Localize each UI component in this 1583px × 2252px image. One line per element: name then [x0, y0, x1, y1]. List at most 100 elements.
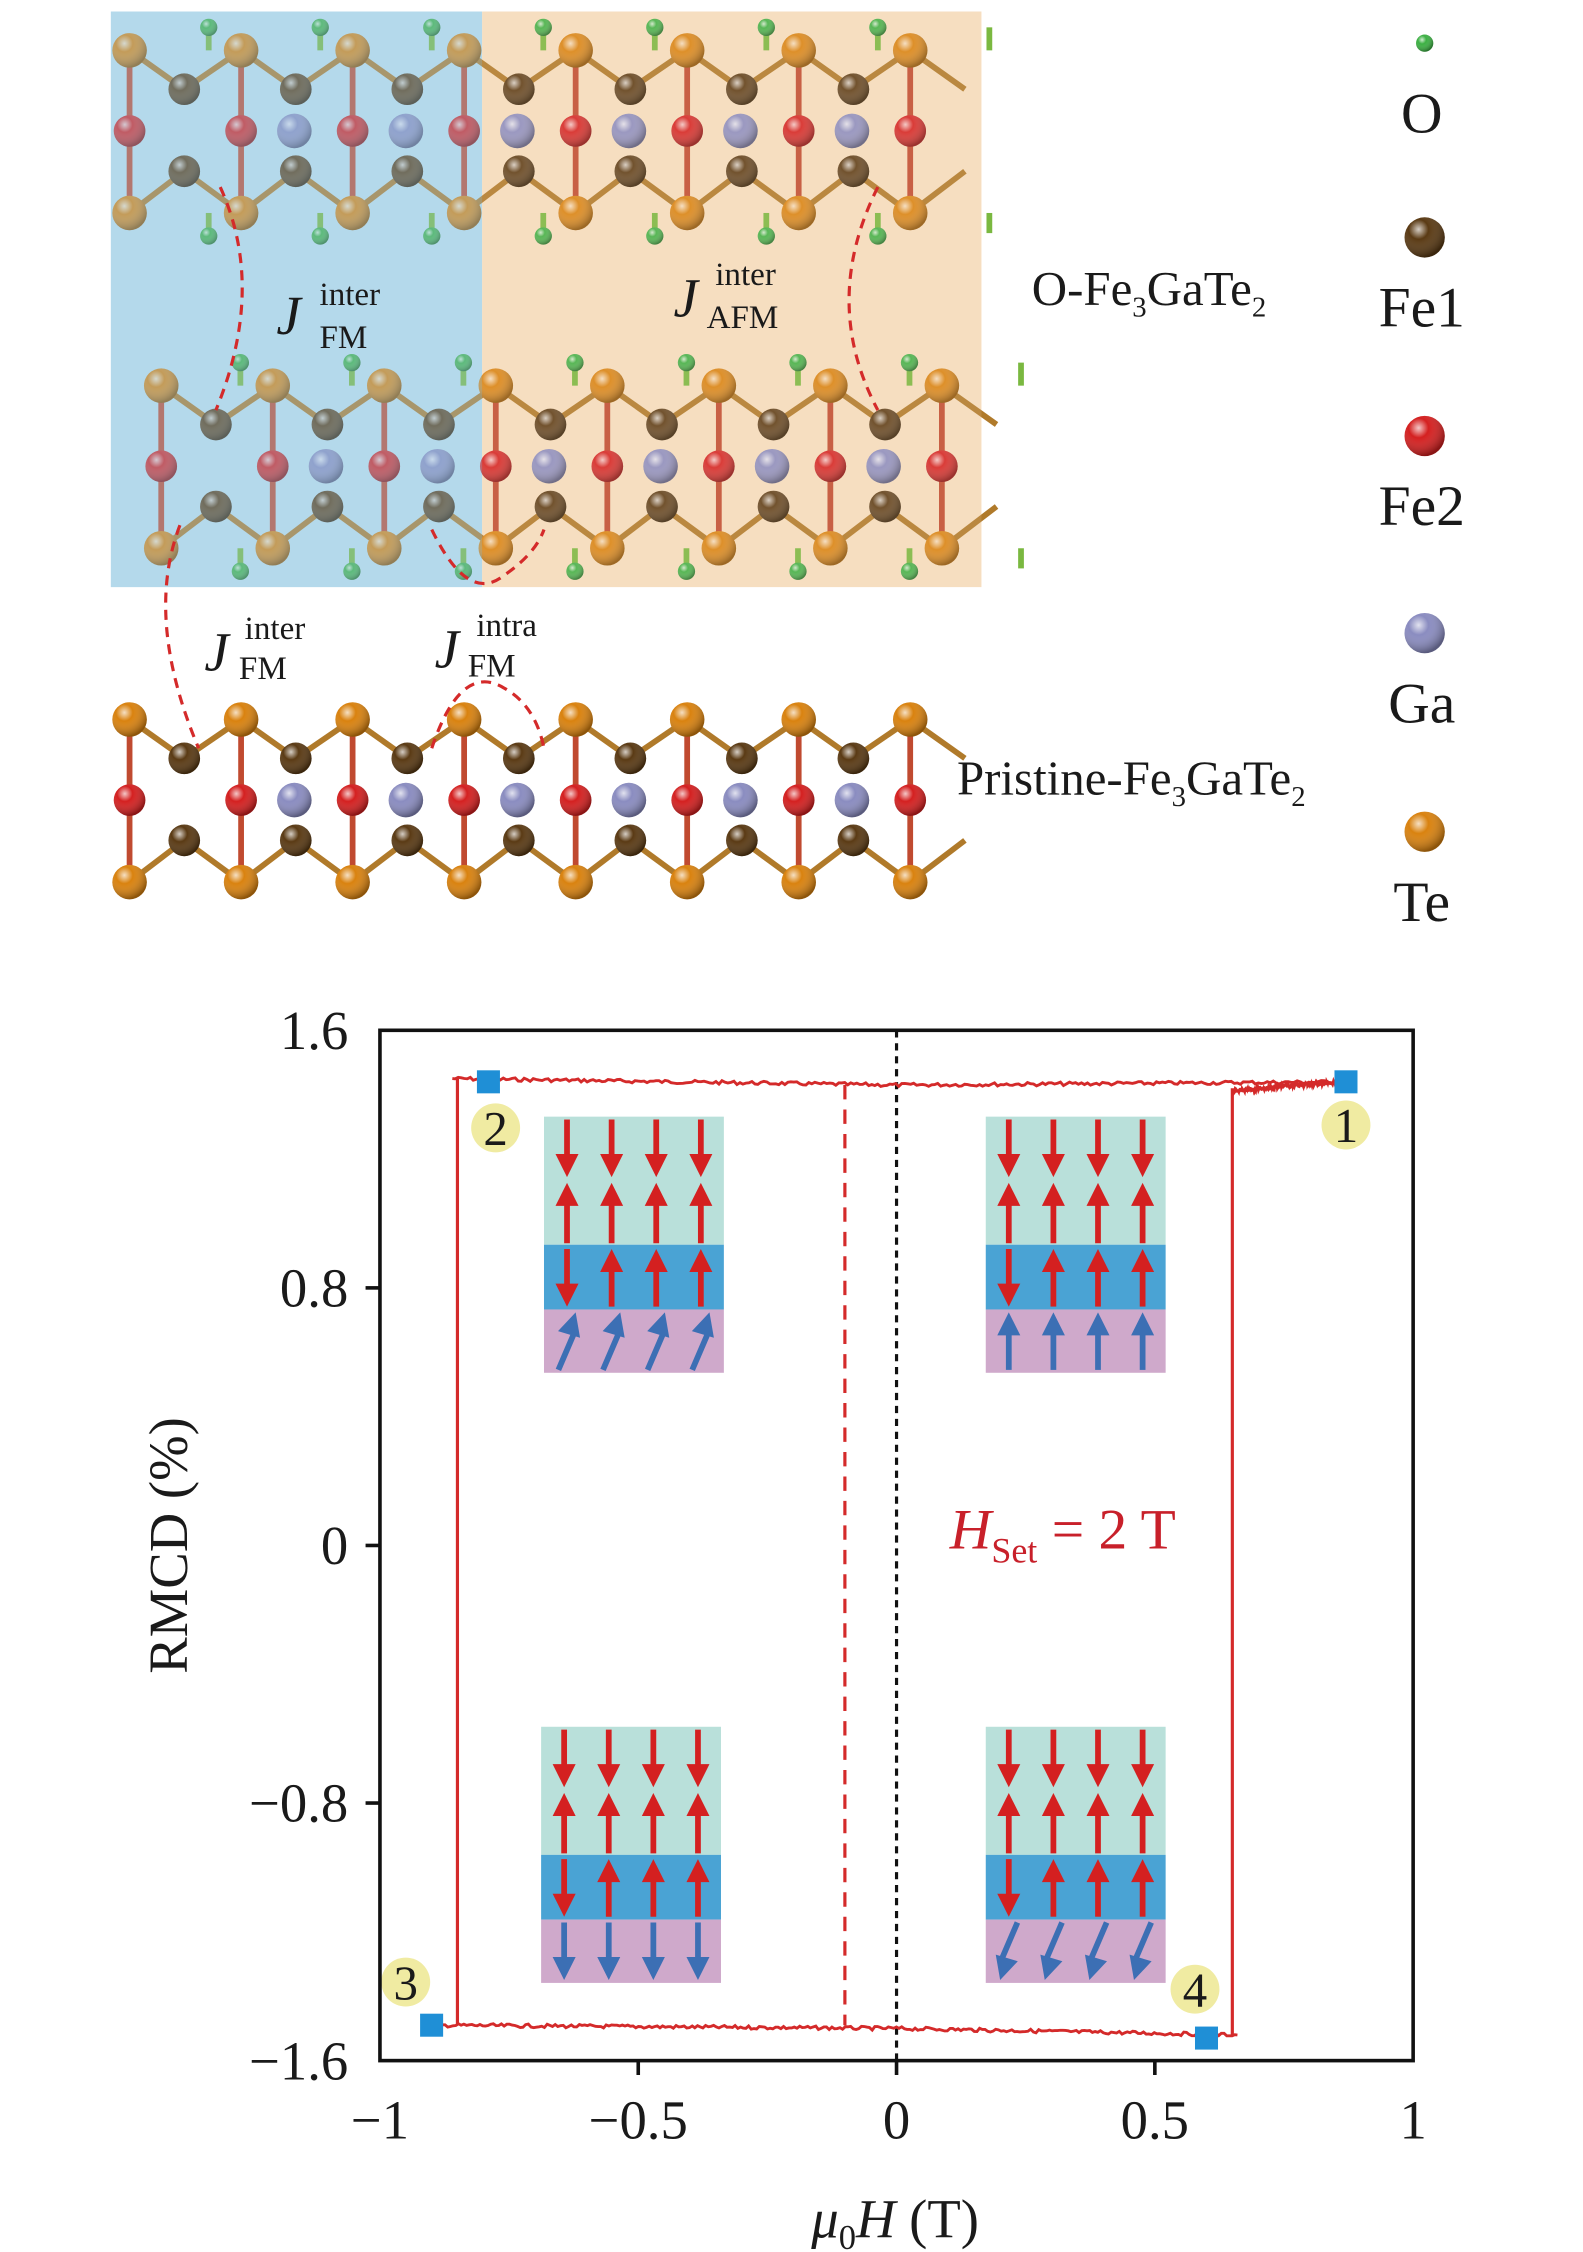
svg-text:J: J	[674, 268, 701, 329]
spin-arrow-head	[1041, 1154, 1065, 1178]
spin-arrow-head	[1086, 1792, 1110, 1816]
fe2-atom-shade	[145, 450, 178, 483]
reference-lines	[843, 1030, 899, 2061]
fe2-atom-shade	[926, 450, 958, 483]
svg-text:FM: FM	[320, 320, 368, 356]
spin-arrow-head	[597, 1764, 621, 1788]
fe1-atom-shade	[391, 155, 424, 188]
spin-arrow-head	[1129, 1954, 1152, 1981]
fe1-atom-shade	[502, 155, 535, 188]
state-marker-3	[420, 2013, 444, 2037]
fe1-atom-shade	[726, 742, 758, 775]
ga-atom-shade	[531, 448, 567, 484]
te-atom-shade	[112, 864, 147, 900]
te-atom-shade	[781, 195, 816, 231]
te-atom-shade	[112, 702, 147, 737]
ga-atom-shade	[420, 448, 455, 484]
hset-annotation: HSet = 2 T	[949, 1498, 1176, 1570]
te-atom-shade	[701, 368, 737, 403]
spin-arrow-head	[1041, 1249, 1065, 1273]
fe1-atom-shade	[502, 73, 535, 106]
te-atom-shade	[781, 702, 816, 737]
te-atom-shade	[892, 33, 928, 68]
legend-fe1-label: Fe1	[1379, 277, 1465, 340]
spin-arrow-head	[686, 1957, 710, 1981]
legend-ga-label: Ga	[1388, 672, 1455, 735]
coupling-j-intra-fm: J intra FM	[435, 608, 538, 684]
o-atom-shade	[566, 562, 584, 580]
te-atom-shade	[813, 530, 848, 566]
fe1-atom-shade	[869, 490, 901, 523]
spin-arrow-head	[1086, 1312, 1110, 1336]
fe2-atom-shade	[894, 784, 927, 816]
state-label-badge	[381, 1957, 431, 2007]
ga-atom-shade	[643, 448, 678, 484]
coupling-j-inter-fm-lower: J inter FM	[204, 611, 305, 687]
spin-arrow-head	[647, 1312, 670, 1338]
fe1-atom-shade	[279, 824, 312, 857]
spin-arrow-head	[1086, 1154, 1110, 1178]
spin-arrow-head	[1040, 1954, 1063, 1981]
ga-atom-shade	[388, 113, 424, 149]
spin-arrow-head	[644, 1154, 668, 1178]
o-atom-shade	[200, 18, 218, 36]
fe1-atom-shade	[757, 408, 790, 441]
ga-atom-shade	[500, 113, 535, 149]
o-atom-shade	[646, 227, 664, 245]
spin-arrow-head	[997, 1312, 1021, 1336]
state-marker-2	[476, 1070, 500, 1094]
spin-arrow-shaft	[600, 1328, 623, 1372]
te-atom-shade	[112, 33, 147, 68]
fe1-atom-shade	[757, 490, 790, 523]
te-atom-shade	[669, 195, 705, 231]
o-atom-shade	[311, 227, 329, 245]
o-atom-shade	[566, 353, 584, 372]
spin-arrow-shaft	[555, 1328, 579, 1372]
ga-atom-shade	[834, 113, 870, 149]
te-atom-shade	[701, 530, 737, 566]
fe1-atom-shade	[614, 824, 647, 857]
inset-top-layer	[541, 1726, 721, 1855]
fe1-atom-shade	[726, 824, 758, 857]
y-tick-label: 0.8	[280, 1258, 348, 1319]
ga-atom-shade	[866, 448, 901, 484]
fe2-atom-shade	[782, 784, 815, 816]
te-atom-shade	[558, 864, 593, 900]
te-atom-shade	[892, 195, 928, 231]
curve-return-segment	[1230, 1076, 1353, 1097]
svg-text:FM: FM	[468, 648, 516, 684]
svg-text:intra: intra	[476, 608, 537, 644]
spin-arrow-shaft	[997, 1921, 1021, 1964]
te-atom-shade	[223, 702, 259, 737]
spin-arrow-head	[1131, 1154, 1155, 1178]
fe1-atom-shade	[726, 155, 758, 188]
spin-arrow-shaft	[689, 1328, 713, 1372]
inset-bottom-right	[985, 1726, 1166, 1983]
j-intra-fm-arrow-upper	[430, 528, 546, 586]
x-tick-label: −0.5	[589, 2089, 688, 2150]
spin-arrow-head	[1086, 1859, 1110, 1883]
y-tick-label: 1.6	[280, 1000, 348, 1061]
fe1-atom-shade	[279, 742, 312, 775]
afm-region	[482, 11, 982, 588]
fm-region	[110, 11, 483, 588]
te-atom-shade	[446, 33, 482, 68]
state-marker-1	[1334, 1070, 1358, 1094]
spin-arrow-shaft	[1131, 1921, 1154, 1964]
o-atom-shade	[343, 353, 361, 372]
svg-text:J: J	[435, 619, 462, 680]
inset-bottom-layer	[541, 1919, 721, 1983]
j-inter-fm-arrow-lower	[164, 524, 201, 749]
state-label-badge	[1321, 1100, 1371, 1150]
fe2-atom-shade	[336, 115, 369, 147]
inset-top-layer	[543, 1116, 724, 1245]
te-atom-shade	[143, 368, 179, 403]
spin-arrow-head	[552, 1792, 576, 1816]
te-atom-shade	[781, 33, 816, 68]
spin-arrow-head	[597, 1957, 621, 1981]
te-atom-shade	[446, 864, 482, 900]
fe1-atom-shade	[837, 824, 870, 857]
te-atom-shade	[112, 195, 147, 231]
te-atom-shade	[478, 368, 514, 403]
